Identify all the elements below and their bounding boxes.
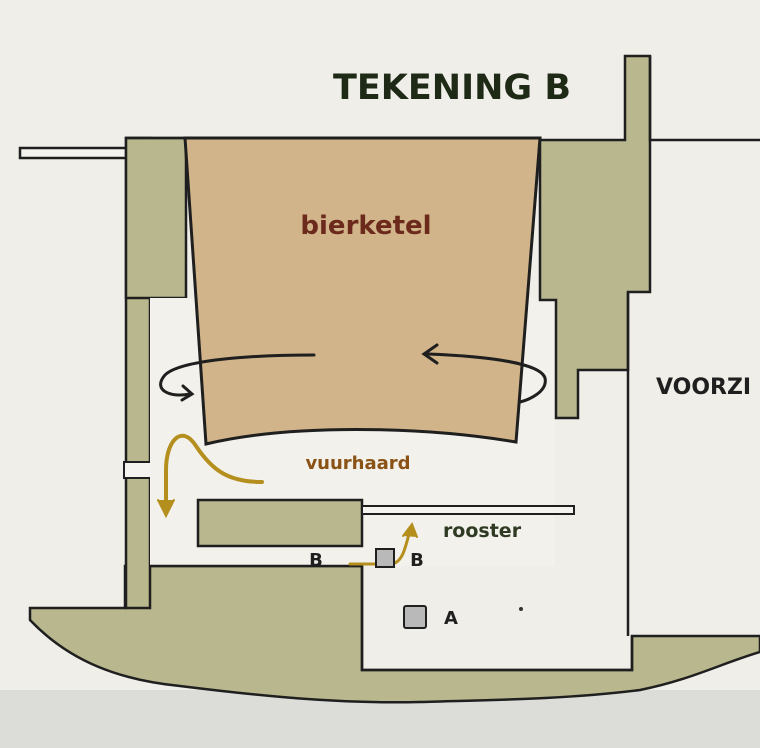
hearth-label: vuurhaard <box>305 453 410 474</box>
side-label: VOORZI <box>656 375 751 400</box>
marker-a: A <box>444 608 458 629</box>
right-outer-wall <box>648 56 760 142</box>
marker-b-right: B <box>410 550 424 571</box>
grate-bar <box>361 505 575 515</box>
marker-b-left: B <box>309 550 323 571</box>
left-pipe <box>18 146 132 160</box>
curved-arrow-icon <box>159 353 316 402</box>
title: TEKENING B <box>333 68 571 108</box>
ground-foundation <box>28 564 760 704</box>
marker-box-b <box>375 548 395 568</box>
kettle <box>183 136 542 446</box>
dot-mark <box>519 607 523 611</box>
left-wall-vent <box>123 461 153 479</box>
lower-block <box>150 564 634 672</box>
marker-box-a <box>403 605 427 629</box>
curved-arrow-icon <box>421 343 547 404</box>
grate-label: rooster <box>443 520 522 542</box>
flow-arrow-icon <box>157 433 264 519</box>
kettle-label: bierketel <box>300 211 431 241</box>
left-wall-upper <box>124 136 188 300</box>
grate-block <box>196 498 364 548</box>
